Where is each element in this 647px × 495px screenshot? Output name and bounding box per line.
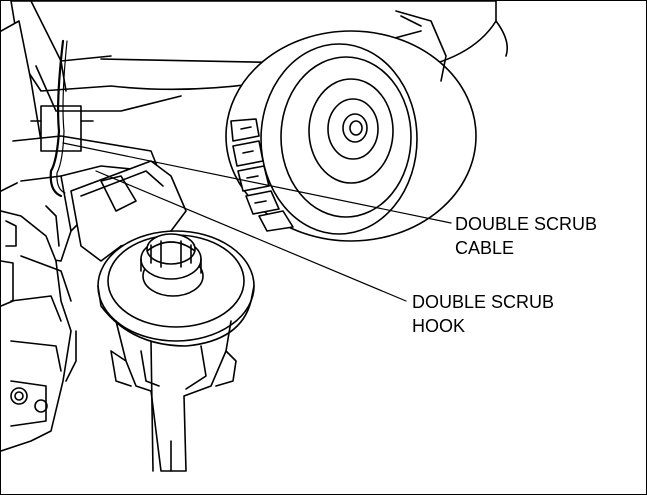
callout-double-scrub-hook: DOUBLE SCRUB HOOK bbox=[412, 290, 554, 338]
callout-hook-line2: HOOK bbox=[412, 316, 466, 336]
caster-wheel bbox=[97, 230, 255, 347]
cable-leader-line bbox=[62, 142, 452, 224]
double-scrub-cable bbox=[30, 39, 94, 198]
callout-cable-line2: CABLE bbox=[455, 238, 515, 258]
lower-bracket bbox=[110, 320, 237, 472]
callout-double-scrub-cable: DOUBLE SCRUB CABLE bbox=[455, 212, 597, 260]
callout-hook-line1: DOUBLE SCRUB bbox=[412, 292, 555, 312]
callout-cable-line1: DOUBLE SCRUB bbox=[455, 214, 598, 234]
leader-lines bbox=[62, 142, 452, 302]
large-wheel bbox=[225, 10, 477, 242]
hook-leader-line bbox=[95, 170, 407, 302]
